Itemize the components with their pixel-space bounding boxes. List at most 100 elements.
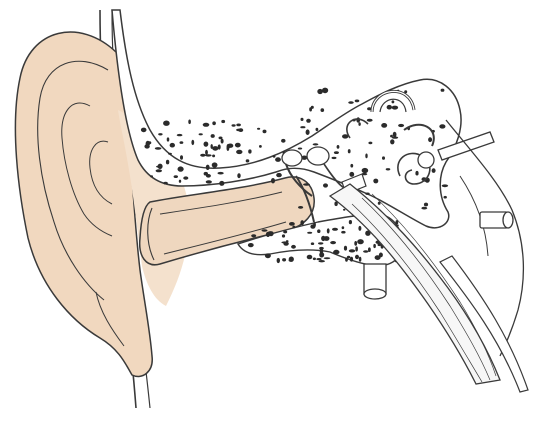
bone-pore-dot (178, 166, 184, 171)
bone-pore-dot (150, 175, 153, 177)
bone-pore-dot (355, 255, 359, 259)
bone-pore-dot (263, 130, 267, 134)
bone-pore-dot (163, 121, 170, 126)
bone-pore-dot (200, 154, 205, 157)
bone-pore-dot (398, 124, 404, 127)
bone-pore-dot (393, 132, 397, 137)
bone-pore-dot (206, 174, 211, 178)
bone-pore-dot (317, 89, 323, 94)
bone-pore-dot (306, 129, 310, 135)
bone-pore-dot (275, 157, 281, 162)
bone-pore-dot (221, 120, 225, 123)
bone-pore-dot (163, 182, 167, 185)
bone-pore-dot (180, 155, 183, 160)
bone-pore-dot (206, 165, 210, 170)
bone-pore-dot (205, 150, 208, 155)
bone-pore-dot (341, 231, 345, 234)
bone-pore-dot (199, 133, 203, 135)
bone-pore-dot (205, 154, 211, 156)
bone-pore-dot (362, 168, 369, 173)
bone-pore-dot (307, 232, 312, 234)
bone-pore-dot (332, 228, 338, 231)
bone-pore-dot (248, 243, 254, 247)
bone-pore-dot (323, 183, 328, 187)
bone-pore-dot (322, 88, 328, 94)
bone-pore-dot (191, 140, 194, 145)
bone-pore-dot (307, 255, 313, 260)
bone-pore-dot (251, 234, 256, 237)
bone-pore-dot (292, 226, 295, 229)
bone-pore-dot (444, 196, 447, 199)
bone-pore-dot (439, 124, 445, 128)
bone-pore-dot (330, 241, 336, 244)
bone-pore-dot (221, 139, 224, 144)
bone-pore-dot (382, 156, 385, 159)
bone-pore-dot (381, 123, 387, 128)
bone-pore-dot (289, 222, 295, 226)
bone-pore-dot (350, 257, 353, 262)
bone-pore-dot (235, 143, 241, 148)
bone-pore-dot (313, 143, 319, 145)
bone-pore-dot (344, 246, 347, 251)
bone-pore-dot (273, 155, 276, 158)
bone-pore-dot (283, 230, 287, 233)
bone-pore-dot (271, 178, 275, 183)
bone-pore-dot (237, 173, 240, 178)
bone-pore-dot (212, 146, 218, 151)
bone-pore-dot (319, 247, 324, 250)
bone-pore-dot (392, 106, 398, 110)
bone-pore-dot (300, 220, 304, 225)
bone-pore-dot (168, 153, 172, 155)
bone-pore-dot (317, 229, 320, 233)
bone-pore-dot (303, 183, 310, 185)
bone-pore-dot (170, 143, 175, 148)
bone-pore-dot (236, 129, 241, 132)
bone-pore-dot (334, 151, 339, 154)
bone-pore-dot (174, 175, 178, 178)
bone-pore-dot (358, 226, 361, 231)
bone-pore-dot (321, 108, 325, 112)
bone-pore-dot (276, 173, 282, 177)
bone-pore-dot (355, 100, 360, 103)
bone-pore-dot (291, 245, 296, 249)
bone-pore-dot (347, 256, 350, 259)
bone-pore-dot (345, 258, 348, 262)
bone-pore-dot (373, 244, 376, 248)
bone-pore-dot (442, 184, 448, 187)
bone-pore-dot (282, 234, 285, 237)
bone-pore-dot (227, 145, 230, 151)
bone-pore-dot (392, 100, 395, 103)
bone-pore-dot (232, 124, 236, 126)
bone-pore-dot (428, 137, 432, 142)
bone-pore-dot (180, 141, 184, 144)
bone-pore-dot (367, 119, 373, 122)
bone-pore-dot (313, 222, 316, 227)
bone-pore-dot (337, 145, 340, 149)
bone-pore-dot (298, 148, 302, 150)
bone-pore-dot (277, 258, 280, 263)
lower-cylinder (364, 264, 386, 299)
bone-pore-dot (257, 128, 260, 130)
bone-pore-dot (363, 250, 368, 252)
bone-pore-dot (206, 180, 212, 183)
incus (307, 147, 329, 165)
bone-pore-dot (349, 220, 352, 224)
bone-pore-dot (316, 258, 321, 260)
bone-pore-dot (373, 179, 378, 184)
bone-pore-dot (236, 150, 242, 154)
bone-pore-dot (298, 206, 303, 209)
bone-pore-dot (265, 253, 271, 258)
bone-pore-dot (164, 121, 167, 123)
bone-pore-dot (349, 172, 354, 177)
bone-pore-dot (342, 226, 345, 229)
bone-pore-dot (349, 249, 355, 252)
bone-pore-dot (204, 142, 209, 147)
bone-pore-dot (333, 250, 339, 255)
bone-pore-dot (301, 118, 304, 121)
bone-pore-dot (262, 229, 268, 231)
bone-pore-dot (324, 257, 331, 259)
bone-pore-dot (319, 252, 324, 257)
bone-pore-dot (282, 258, 286, 261)
bone-pore-dot (387, 105, 392, 110)
bone-pore-dot (316, 128, 319, 131)
